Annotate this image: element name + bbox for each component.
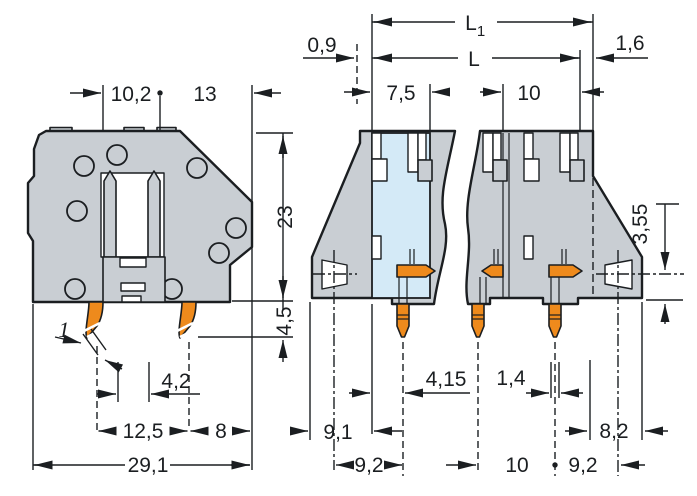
solder-pin (548, 303, 562, 338)
dimensions-bottom-right: 4,15 1,4 9,1 9,2 10 9,2 8,2 (290, 250, 668, 477)
latch-slot (407, 132, 419, 173)
dim-label-0-9: 0,9 (307, 34, 336, 57)
latch-slot (417, 132, 427, 161)
dimension-10-2-and-13: 10,2 13 (70, 83, 281, 470)
section-view-middle (310, 129, 457, 338)
dim-label-3-55: 3,55 (629, 204, 652, 245)
dim-label-29-1: 29,1 (128, 454, 169, 477)
dim-label-8-2: 8,2 (599, 420, 628, 443)
mounting-hole (73, 155, 95, 177)
dim-label-7-5: 7,5 (386, 82, 415, 105)
mounting-hole (64, 278, 86, 300)
latch-slot (523, 132, 534, 160)
spring-prong (147, 170, 161, 258)
latch-slot (371, 158, 388, 182)
pin-break-mark (176, 321, 194, 333)
dim-label-8: 8 (215, 420, 227, 443)
dim-label-12-5: 12,5 (123, 420, 164, 443)
dim-label-L: L (468, 48, 480, 71)
latch-slot (371, 235, 382, 260)
mounting-hole (186, 157, 208, 179)
dim-label-L1: L (465, 12, 477, 35)
latch-slot (523, 235, 534, 260)
latch-slot (523, 158, 540, 182)
center-block-notch (121, 295, 142, 303)
dim-label-1-6: 1,6 (615, 32, 644, 55)
pin-break-mark (83, 321, 101, 333)
solder-pin (396, 303, 410, 338)
latch-hook (417, 159, 433, 182)
mounting-hole (208, 242, 230, 264)
dim-label-10-top: 10 (517, 82, 540, 105)
latch-slot (482, 132, 494, 173)
contact-bar (396, 264, 436, 278)
contact-bar (481, 264, 504, 278)
dim-point (157, 90, 163, 96)
dim-label-4-5: 4,5 (273, 306, 296, 335)
housing-outline (465, 129, 644, 306)
section-view-right (465, 129, 644, 338)
dim-label-L1-sub: 1 (477, 23, 485, 40)
dim-label-1: 1 (59, 317, 70, 342)
dimension-12-5-8-29-1: 12,5 8 29,1 (32, 304, 250, 477)
latch-hook (569, 159, 585, 182)
dimension-3-55: 3,55 (596, 203, 684, 324)
latch-slot (492, 132, 502, 161)
center-block-notch (120, 282, 146, 292)
pin-break-mark (179, 327, 197, 339)
mounting-hole (66, 200, 88, 222)
latch-slot (569, 132, 579, 161)
mounting-hole (225, 217, 247, 239)
contact-bar (548, 264, 583, 278)
dimension-4-2: 4,2 (97, 362, 200, 402)
latch-slot (559, 132, 571, 173)
dim-label-1-4: 1,4 (496, 367, 526, 390)
dim-label-4-2: 4,2 (161, 370, 190, 393)
dim-label-23: 23 (274, 205, 297, 228)
dim-point (552, 462, 558, 468)
dimension-L1-L-0-9-1-6: L 1 L 0,9 1,6 (303, 12, 648, 131)
center-block-notch (119, 257, 147, 268)
dimension-23-and-4-5: 23 4,5 (198, 132, 297, 362)
pin-break-mark (86, 327, 104, 339)
latch-hook (492, 159, 508, 182)
dim-label-9-2-right: 9,2 (568, 454, 597, 477)
latch-slot (371, 132, 382, 160)
dim-label-10-bottom: 10 (505, 454, 528, 477)
dim-label-9-2-left: 9,2 (354, 454, 383, 477)
dimension-7-5-and-10-top: 7,5 10 (344, 82, 604, 131)
front-view (26, 126, 254, 339)
dim-label-10-2: 10,2 (111, 83, 152, 106)
dim-label-4-15: 4,15 (426, 368, 467, 391)
spring-prong (103, 170, 117, 258)
dimension-1-pin-width: 1 (54, 317, 124, 373)
mounting-hole (106, 144, 128, 166)
dim-label-9-1: 9,1 (323, 421, 352, 444)
dim-label-13: 13 (193, 83, 216, 106)
solder-pin (471, 303, 485, 338)
